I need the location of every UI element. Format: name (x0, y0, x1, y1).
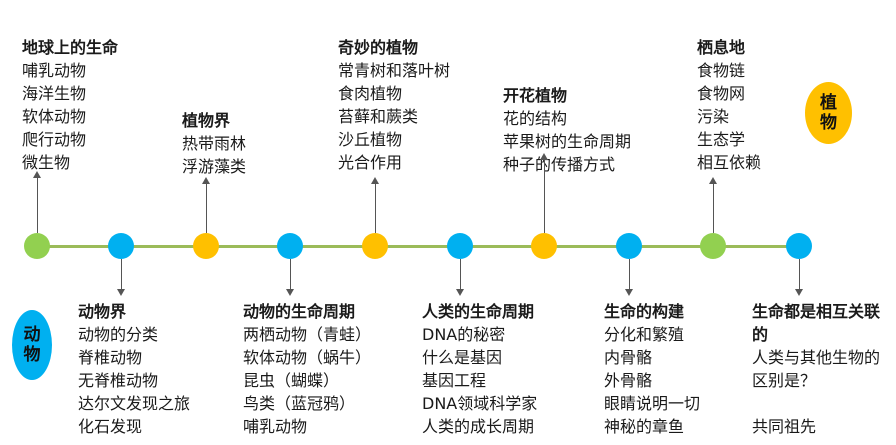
topic-title: 人类的生命周期 (422, 302, 535, 321)
topic-item: 人类的成长周期 (422, 417, 535, 436)
topic-animal-life-cycle: 动物的生命周期 两栖动物（青蛙） 软体动物（蜗牛） 昆虫（蝴蝶） 鸟类（蓝冠鸦）… (243, 300, 371, 438)
arrow-up-icon (202, 177, 210, 184)
topic-item: 基因工程 (422, 371, 487, 390)
topic-title: 奇妙的植物 (338, 38, 419, 57)
connector-line (375, 184, 376, 233)
topic-item: 沙丘植物 (338, 130, 403, 149)
arrow-down-icon (286, 289, 294, 296)
topic-item: 食肉植物 (338, 84, 403, 103)
topic-title: 动物的生命周期 (243, 302, 356, 321)
connector-line (629, 259, 630, 289)
connector-line (290, 259, 291, 289)
timeline-node-green (700, 233, 726, 259)
animals-badge-label: 动物 (23, 325, 41, 365)
topic-item: 哺乳动物 (22, 61, 87, 80)
topic-item: 浮游藻类 (182, 157, 247, 176)
arrow-down-icon (625, 289, 633, 296)
topic-item: 分化和繁殖 (604, 325, 685, 344)
topic-item: 污染 (697, 107, 730, 126)
topic-item: DNA的秘密 (422, 325, 506, 344)
topic-title: 开花植物 (503, 86, 568, 105)
topic-item: 光合作用 (338, 153, 403, 172)
topic-item: 食物链 (697, 61, 746, 80)
topic-item: 相互依赖 (697, 153, 762, 172)
topic-item: 花的结构 (503, 109, 568, 128)
connector-line (206, 184, 207, 233)
topic-item: 脊椎动物 (78, 348, 143, 367)
topic-item: 神秘的章鱼 (604, 417, 685, 436)
topic-plant-kingdom: 植物界 热带雨林 浮游藻类 (182, 109, 246, 178)
timeline-node-orange (531, 233, 557, 259)
animals-badge: 动物 (12, 310, 52, 380)
timeline-node-orange (362, 233, 388, 259)
connector-line (713, 184, 714, 233)
topic-item: 共同祖先 (752, 417, 817, 436)
topic-item: 鸟类（蓝冠鸦） (243, 394, 356, 413)
topic-earth-life: 地球上的生命 哺乳动物 海洋生物 软体动物 爬行动物 微生物 (22, 36, 118, 174)
topic-item: 海洋生物 (22, 84, 87, 103)
timeline-node-orange (193, 233, 219, 259)
topic-item: 热带雨林 (182, 134, 247, 153)
topic-flowering-plants: 开花植物 花的结构 苹果树的生命周期 种子的传播方式 (503, 84, 631, 176)
plants-badge-label: 植物 (820, 93, 837, 133)
topic-title: 生命都是相互关联的 (752, 302, 881, 344)
arrow-up-icon (33, 171, 41, 178)
topic-title: 地球上的生命 (22, 38, 119, 57)
topic-item: 内骨骼 (604, 348, 653, 367)
timeline-line (30, 245, 810, 248)
topic-item: 无脊椎动物 (78, 371, 159, 390)
topic-title: 植物界 (182, 111, 231, 130)
topic-item: 两栖动物（青蛙） (243, 325, 372, 344)
topic-item: 化石发现 (78, 417, 143, 436)
topic-item: 爬行动物 (22, 130, 87, 149)
topic-item: 种子的传播方式 (503, 155, 616, 174)
topic-wonderful-plants: 奇妙的植物 常青树和落叶树 食肉植物 苔藓和蕨类 沙丘植物 光合作用 (338, 36, 450, 174)
topic-item: 生态学 (697, 130, 746, 149)
topic-item: 眼睛说明一切 (604, 394, 701, 413)
topic-item: 苹果树的生命周期 (503, 132, 632, 151)
arrow-down-icon (117, 289, 125, 296)
topic-human-life-cycle: 人类的生命周期 DNA的秘密 什么是基因 基因工程 DNA领域科学家 人类的成长… (422, 300, 537, 438)
arrow-up-icon (540, 153, 548, 160)
timeline-node-blue (786, 233, 812, 259)
topic-title: 栖息地 (697, 38, 746, 57)
topic-item: 微生物 (22, 153, 71, 172)
topic-item: 常青树和落叶树 (338, 61, 451, 80)
connector-line (37, 178, 38, 233)
timeline-node-blue (616, 233, 642, 259)
topic-title: 动物界 (78, 302, 127, 321)
plants-badge: 植物 (805, 82, 852, 144)
arrow-up-icon (371, 177, 379, 184)
topic-item (752, 392, 884, 415)
connector-line (460, 259, 461, 289)
timeline-node-green (24, 233, 50, 259)
topic-item: 什么是基因 (422, 348, 503, 367)
topic-item: DNA领域科学家 (422, 394, 538, 413)
arrow-up-icon (709, 177, 717, 184)
timeline-node-blue (277, 233, 303, 259)
connector-line (544, 160, 545, 233)
topic-item: 外骨骼 (604, 371, 653, 390)
topic-item: 达尔文发现之旅 (78, 394, 191, 413)
topic-item: 食物网 (697, 84, 746, 103)
topic-item: 软体动物 (22, 107, 87, 126)
topic-item: 昆虫（蝴蝶） (243, 371, 340, 390)
topic-habitat: 栖息地 食物链 食物网 污染 生态学 相互依赖 (697, 36, 761, 174)
connector-line (799, 259, 800, 289)
topic-building-life: 生命的构建 分化和繁殖 内骨骼 外骨骼 眼睛说明一切 神秘的章鱼 (604, 300, 700, 438)
arrow-down-icon (795, 289, 803, 296)
timeline-node-blue (108, 233, 134, 259)
topic-item: 软体动物（蜗牛） (243, 348, 372, 367)
connector-line (121, 259, 122, 289)
topic-life-interconnected: 生命都是相互关联的 人类与其他生物的区别是？ 共同祖先 (752, 300, 884, 438)
topic-item: 哺乳动物 (243, 417, 308, 436)
topic-title: 生命的构建 (604, 302, 685, 321)
topic-item: 人类与其他生物的区别是？ (752, 348, 881, 390)
topic-item: 动物的分类 (78, 325, 159, 344)
topic-item: 苔藓和蕨类 (338, 107, 419, 126)
topic-animal-kingdom: 动物界 动物的分类 脊椎动物 无脊椎动物 达尔文发现之旅 化石发现 (78, 300, 190, 438)
timeline-node-blue (447, 233, 473, 259)
arrow-down-icon (456, 289, 464, 296)
